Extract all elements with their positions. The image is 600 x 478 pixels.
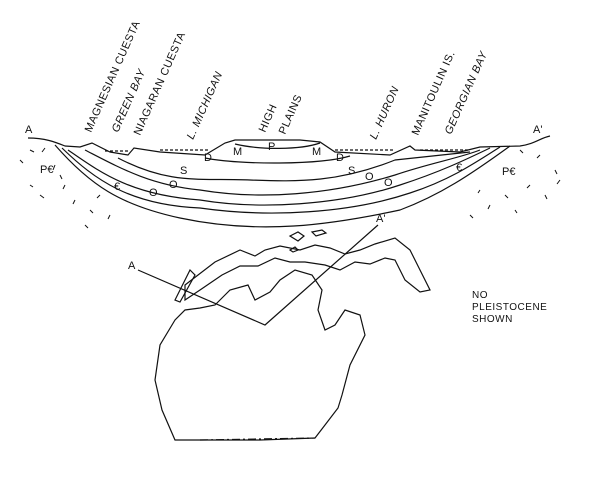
ordovician-upper xyxy=(67,147,491,206)
label-lake-huron: L. HURON xyxy=(368,85,402,142)
note-text: NO PLEISTOCENE SHOWN xyxy=(472,290,547,326)
note-line-3: SHOWN xyxy=(472,314,513,325)
devonian-base xyxy=(117,151,471,182)
note-line-2: PLEISTOCENE xyxy=(472,302,548,313)
lake-water xyxy=(105,149,470,152)
unit-ordovician-3: O xyxy=(365,171,374,183)
unit-ordovician-4: O xyxy=(384,177,393,189)
section-line xyxy=(137,224,379,326)
label-lake-michigan: L. MICHIGAN xyxy=(185,70,226,141)
label-high: HIGH xyxy=(257,102,280,134)
unit-cambrian-left: € xyxy=(114,181,120,193)
upper-peninsula xyxy=(184,237,431,302)
unit-devonian-right: D xyxy=(336,152,344,164)
green-bay-shore xyxy=(174,268,196,303)
endpoint-a-prime: A' xyxy=(533,124,542,136)
endpoint-a: A xyxy=(25,124,33,136)
unit-ordovician-1: O xyxy=(149,187,158,199)
unit-devonian-left: D xyxy=(204,152,212,164)
cambrian-base xyxy=(54,144,511,228)
unit-ordovician-2: O xyxy=(169,179,178,191)
unit-mississippian-left: M xyxy=(233,146,242,158)
unit-cambrian-right: € xyxy=(456,162,462,174)
unit-labels: P€ P€ € € O O O O S S D D M M P xyxy=(40,141,515,199)
silurian-base xyxy=(84,149,481,196)
surface-profile xyxy=(27,135,551,156)
unit-pennsylvanian: P xyxy=(268,141,275,153)
state-border xyxy=(199,437,316,441)
unit-precambrian-left: P€ xyxy=(40,164,53,176)
pennsylvanian-base xyxy=(234,142,321,149)
map-endpoint-a: A xyxy=(128,260,136,272)
unit-mississippian-right: M xyxy=(312,146,321,158)
note-line-1: NO xyxy=(472,290,488,301)
precambrian-hatching xyxy=(19,147,561,229)
label-plains: PLAINS xyxy=(277,93,305,136)
unit-precambrian-right: P€ xyxy=(502,166,515,178)
map-endpoint-a-prime: A' xyxy=(376,213,385,225)
lower-peninsula xyxy=(154,269,366,441)
mississippian-base xyxy=(204,155,351,164)
islands xyxy=(288,229,328,253)
unit-silurian-right: S xyxy=(348,165,355,177)
unit-silurian-left: S xyxy=(180,165,187,177)
ordovician-lower xyxy=(61,146,501,214)
